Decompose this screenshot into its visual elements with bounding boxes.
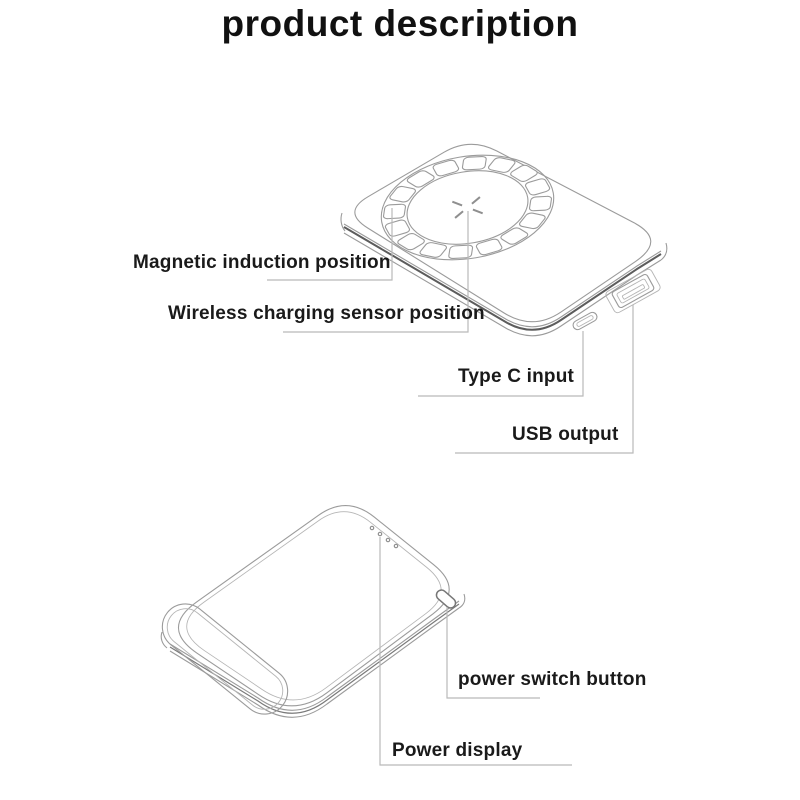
leader-usb [455,305,634,454]
charging-sensor-x-icon [452,197,482,218]
device2-side-band [160,593,466,718]
label-usb-output: USB output [512,424,619,445]
magnetic-ring-outer [373,143,562,273]
page-title: product description [221,3,579,44]
label-power-display: Power display [392,740,523,761]
leader-magnetic-induction [267,208,393,281]
label-wireless-charging-sensor-position: Wireless charging sensor position [168,303,485,324]
power-switch-button [435,589,457,609]
end-cap-groove [161,603,289,715]
label-power-switch-button: power switch button [458,669,647,690]
device2-face-inset-line [186,511,442,701]
leader-lines [267,208,634,766]
powerbank-bottom-view-drawing [160,505,466,718]
magnetic-ring-inner [401,162,533,253]
label-magnetic-induction-position: Magnetic induction position [133,252,391,273]
magnetic-ring-segments [375,144,560,271]
type-c-port [572,311,598,331]
leader-power-switch [446,607,540,699]
powerbank-top-view-drawing [340,143,668,337]
power-display-leds [369,525,399,549]
leader-wireless-sensor [283,211,469,333]
label-type-c-input: Type C input [458,366,575,387]
device2-outline [178,505,450,707]
leader-power-display [379,537,572,766]
usb-port [605,268,661,314]
device-side-band [340,212,668,337]
magnetic-ring [373,143,562,273]
leader-type-c [418,331,584,397]
